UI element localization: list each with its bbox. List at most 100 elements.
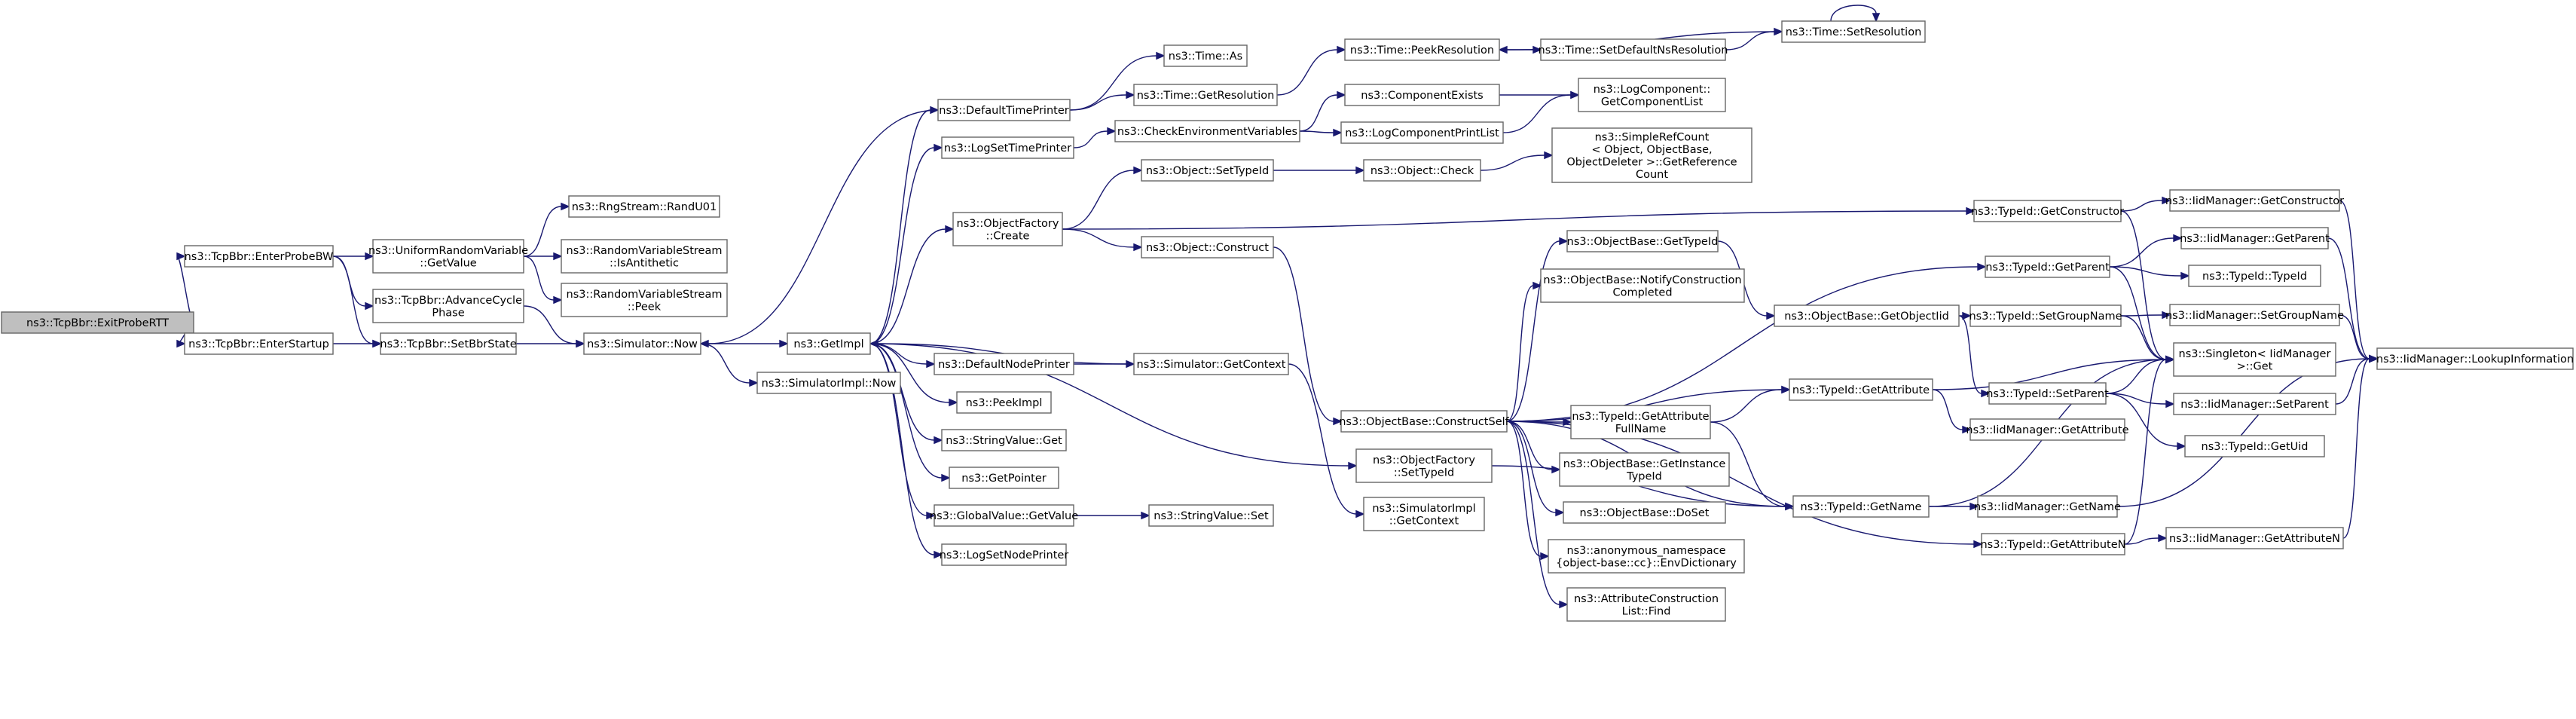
function-node-componentExists[interactable]: ns3::ComponentExists <box>1344 84 1500 106</box>
function-node-defaultTimePrinter[interactable]: ns3::DefaultTimePrinter <box>937 99 1071 121</box>
call-edge <box>2342 354 2379 539</box>
function-node-setBbrState[interactable]: ns3::TcpBbr::SetBbrState <box>380 332 517 355</box>
call-edge <box>2105 393 2186 451</box>
function-node-singletonGet[interactable]: ns3::Singleton< IidManager>::Get <box>2173 342 2336 377</box>
function-node-urvGetValue[interactable]: ns3::UniformRandomVariable::GetValue <box>368 239 528 274</box>
node-label: ::GetValue <box>420 257 477 269</box>
function-node-objFactorySetTypeId[interactable]: ns3::ObjectFactory::SetTypeId <box>1355 448 1493 483</box>
node-label: ns3::ObjectBase::GetObjectIid <box>1784 311 1949 323</box>
edge-line <box>869 109 931 344</box>
function-node-typeIdGetName[interactable]: ns3::TypeId::GetName <box>1792 495 1930 518</box>
function-node-typeIdGetUid[interactable]: ns3::TypeId::GetUid <box>2184 435 2325 457</box>
function-node-isAntithetic[interactable]: ns3::RandomVariableStream::IsAntithetic <box>561 239 728 274</box>
edge-line <box>2109 237 2174 268</box>
node-box <box>1789 378 1933 401</box>
function-node-objectBaseDoSet[interactable]: ns3::ObjectBase::DoSet <box>1563 501 1726 524</box>
call-edge <box>1073 127 1117 148</box>
function-node-enterStartup[interactable]: ns3::TcpBbr::EnterStartup <box>184 332 334 355</box>
function-node-objectBaseNotify[interactable]: ns3::ObjectBase::NotifyConstructionCompl… <box>1540 268 1745 303</box>
function-node-timeSetDefaultNs[interactable]: ns3::Time::SetDefaultNsResolution <box>1539 38 1728 61</box>
node-label: Completed <box>1612 286 1672 298</box>
function-node-getImpl[interactable]: ns3::GetImpl <box>787 332 871 355</box>
function-node-envDictionary[interactable]: ns3::anonymous_namespace{object-base::cc… <box>1548 539 1745 574</box>
function-node-objectBaseGetTypeId[interactable]: ns3::ObjectBase::GetTypeId <box>1566 230 1719 252</box>
function-node-stringValueGet[interactable]: ns3::StringValue::Get <box>941 429 1067 451</box>
function-node-logComponentGetList[interactable]: ns3::LogComponent::GetComponentList <box>1578 78 1726 112</box>
function-node-enterProbeBW[interactable]: ns3::TcpBbr::EnterProbeBW <box>184 245 334 268</box>
function-node-simpleRefCount[interactable]: ns3::SimpleRefCount< Object, ObjectBase,… <box>1551 127 1752 183</box>
node-label: ::Peek <box>628 301 662 313</box>
function-node-logSetTimePrinter[interactable]: ns3::LogSetTimePrinter <box>941 136 1074 159</box>
edge-arrowhead <box>1785 502 1795 511</box>
function-node-peekImpl[interactable]: ns3::PeekImpl <box>956 391 1052 414</box>
function-node-iidGetName[interactable]: ns3::IidManager::GetName <box>1974 495 2121 518</box>
function-node-timeGetResolution[interactable]: ns3::Time::GetResolution <box>1133 84 1278 106</box>
edge-line <box>1069 94 1127 111</box>
node-label: ns3::ObjectBase::GetTypeId <box>1567 236 1719 248</box>
node-label: ns3::StringValue::Get <box>946 435 1062 447</box>
function-node-simNow[interactable]: ns3::Simulator::Now <box>583 332 701 355</box>
function-node-typeIdTypeId[interactable]: ns3::TypeId::TypeId <box>2188 265 2321 287</box>
function-node-simGetContext[interactable]: ns3::Simulator::GetContext <box>1133 353 1289 375</box>
function-node-iidGetAttributeN[interactable]: ns3::IidManager::GetAttributeN <box>2165 527 2344 549</box>
node-label: ns3::IidManager::SetGroupName <box>2165 310 2344 322</box>
function-node-logSetNodePrinter[interactable]: ns3::LogSetNodePrinter <box>940 543 1069 566</box>
node-box <box>2180 227 2329 249</box>
edge-line <box>2105 393 2178 447</box>
node-label: ns3::Simulator::GetContext <box>1137 359 1286 371</box>
node-box <box>1551 127 1752 183</box>
function-node-typeIdSetGroupName[interactable]: ns3::TypeId::SetGroupName <box>1969 304 2122 327</box>
function-node-simImplGetContext[interactable]: ns3::SimulatorImpl::GetContext <box>1363 497 1485 531</box>
node-box <box>1340 410 1508 433</box>
function-node-typeIdGetAttribute[interactable]: ns3::TypeId::GetAttribute <box>1789 378 1933 401</box>
function-node-stringValueSet[interactable]: ns3::StringValue::Set <box>1148 504 1274 527</box>
node-box <box>941 429 1067 451</box>
function-node-defaultNodePrinter[interactable]: ns3::DefaultNodePrinter <box>934 353 1074 375</box>
function-node-objectBaseGetObjectIid[interactable]: ns3::ObjectBase::GetObjectIid <box>1774 304 1960 327</box>
edge-arrowhead <box>2158 534 2168 543</box>
edge-line <box>2116 358 2370 507</box>
function-node-peek[interactable]: ns3::RandomVariableStream::Peek <box>561 283 728 317</box>
function-node-iidLookupInformation[interactable]: ns3::IidManager::LookupInformation <box>2376 347 2574 370</box>
function-node-logComponentPrintList[interactable]: ns3::LogComponentPrintList <box>1340 121 1504 144</box>
function-node-globalValueGetValue[interactable]: ns3::GlobalValue::GetValue <box>930 504 1078 527</box>
node-label: ns3::GetImpl <box>793 338 863 350</box>
call-edge <box>699 109 939 348</box>
function-node-objectConstruct[interactable]: ns3::Object::Construct <box>1141 236 1274 259</box>
node-box <box>1133 84 1278 106</box>
function-node-timeAs[interactable]: ns3::Time::As <box>1163 44 1248 67</box>
function-node-objectSetTypeId[interactable]: ns3::Object::SetTypeId <box>1141 159 1274 182</box>
node-label: ns3::IidManager::GetAttributeN <box>2169 533 2340 545</box>
function-node-iidGetParent[interactable]: ns3::IidManager::GetParent <box>2180 227 2330 249</box>
function-node-checkEnvVars[interactable]: ns3::CheckEnvironmentVariables <box>1114 120 1300 142</box>
function-node-typeIdGetAttributeN[interactable]: ns3::TypeId::GetAttributeN <box>1980 533 2126 555</box>
function-node-iidGetConstructor[interactable]: ns3::IidManager::GetConstructor <box>2165 189 2344 212</box>
node-box <box>1148 504 1274 527</box>
function-node-getPointer[interactable]: ns3::GetPointer <box>949 467 1059 489</box>
function-node-iidGetAttribute[interactable]: ns3::IidManager::GetAttribute <box>1966 418 2129 441</box>
node-box <box>561 239 728 274</box>
function-node-iidSetParent[interactable]: ns3::IidManager::SetParent <box>2173 393 2336 415</box>
edge-arrowhead <box>934 143 943 152</box>
function-node-typeIdGetConstructor[interactable]: ns3::TypeId::GetConstructor <box>1971 200 2124 222</box>
function-node-randU01[interactable]: ns3::RngStream::RandU01 <box>568 195 720 218</box>
node-label: ns3::TypeId::GetAttributeN <box>1980 539 2125 551</box>
function-node-typeIdGetParent[interactable]: ns3::TypeId::GetParent <box>1985 255 2110 278</box>
function-node-objectBaseConstructSelf[interactable]: ns3::ObjectBase::ConstructSelf <box>1339 410 1510 433</box>
edge-line <box>1830 5 1877 22</box>
function-node-iidSetGroupName[interactable]: ns3::IidManager::SetGroupName <box>2165 304 2344 326</box>
function-node-objectCheck[interactable]: ns3::Object::Check <box>1363 159 1481 182</box>
function-node-simImplNow[interactable]: ns3::SimulatorImpl::Now <box>756 372 901 394</box>
node-label: ns3::Object::SetTypeId <box>1146 165 1269 177</box>
function-node-exitProbeRTT[interactable]: ns3::TcpBbr::ExitProbeRTT <box>1 311 194 334</box>
function-node-objFactoryCreate[interactable]: ns3::ObjectFactory::Create <box>952 212 1063 246</box>
node-label: ns3::ComponentExists <box>1361 90 1484 102</box>
function-node-typeIdSetParent[interactable]: ns3::TypeId::SetParent <box>1986 382 2109 405</box>
edge-arrowhead <box>553 295 563 304</box>
function-node-timeSetResolution[interactable]: ns3::Time::SetResolution <box>1781 20 1926 43</box>
function-node-timePeekResolution[interactable]: ns3::Time::PeekResolution <box>1344 38 1500 61</box>
